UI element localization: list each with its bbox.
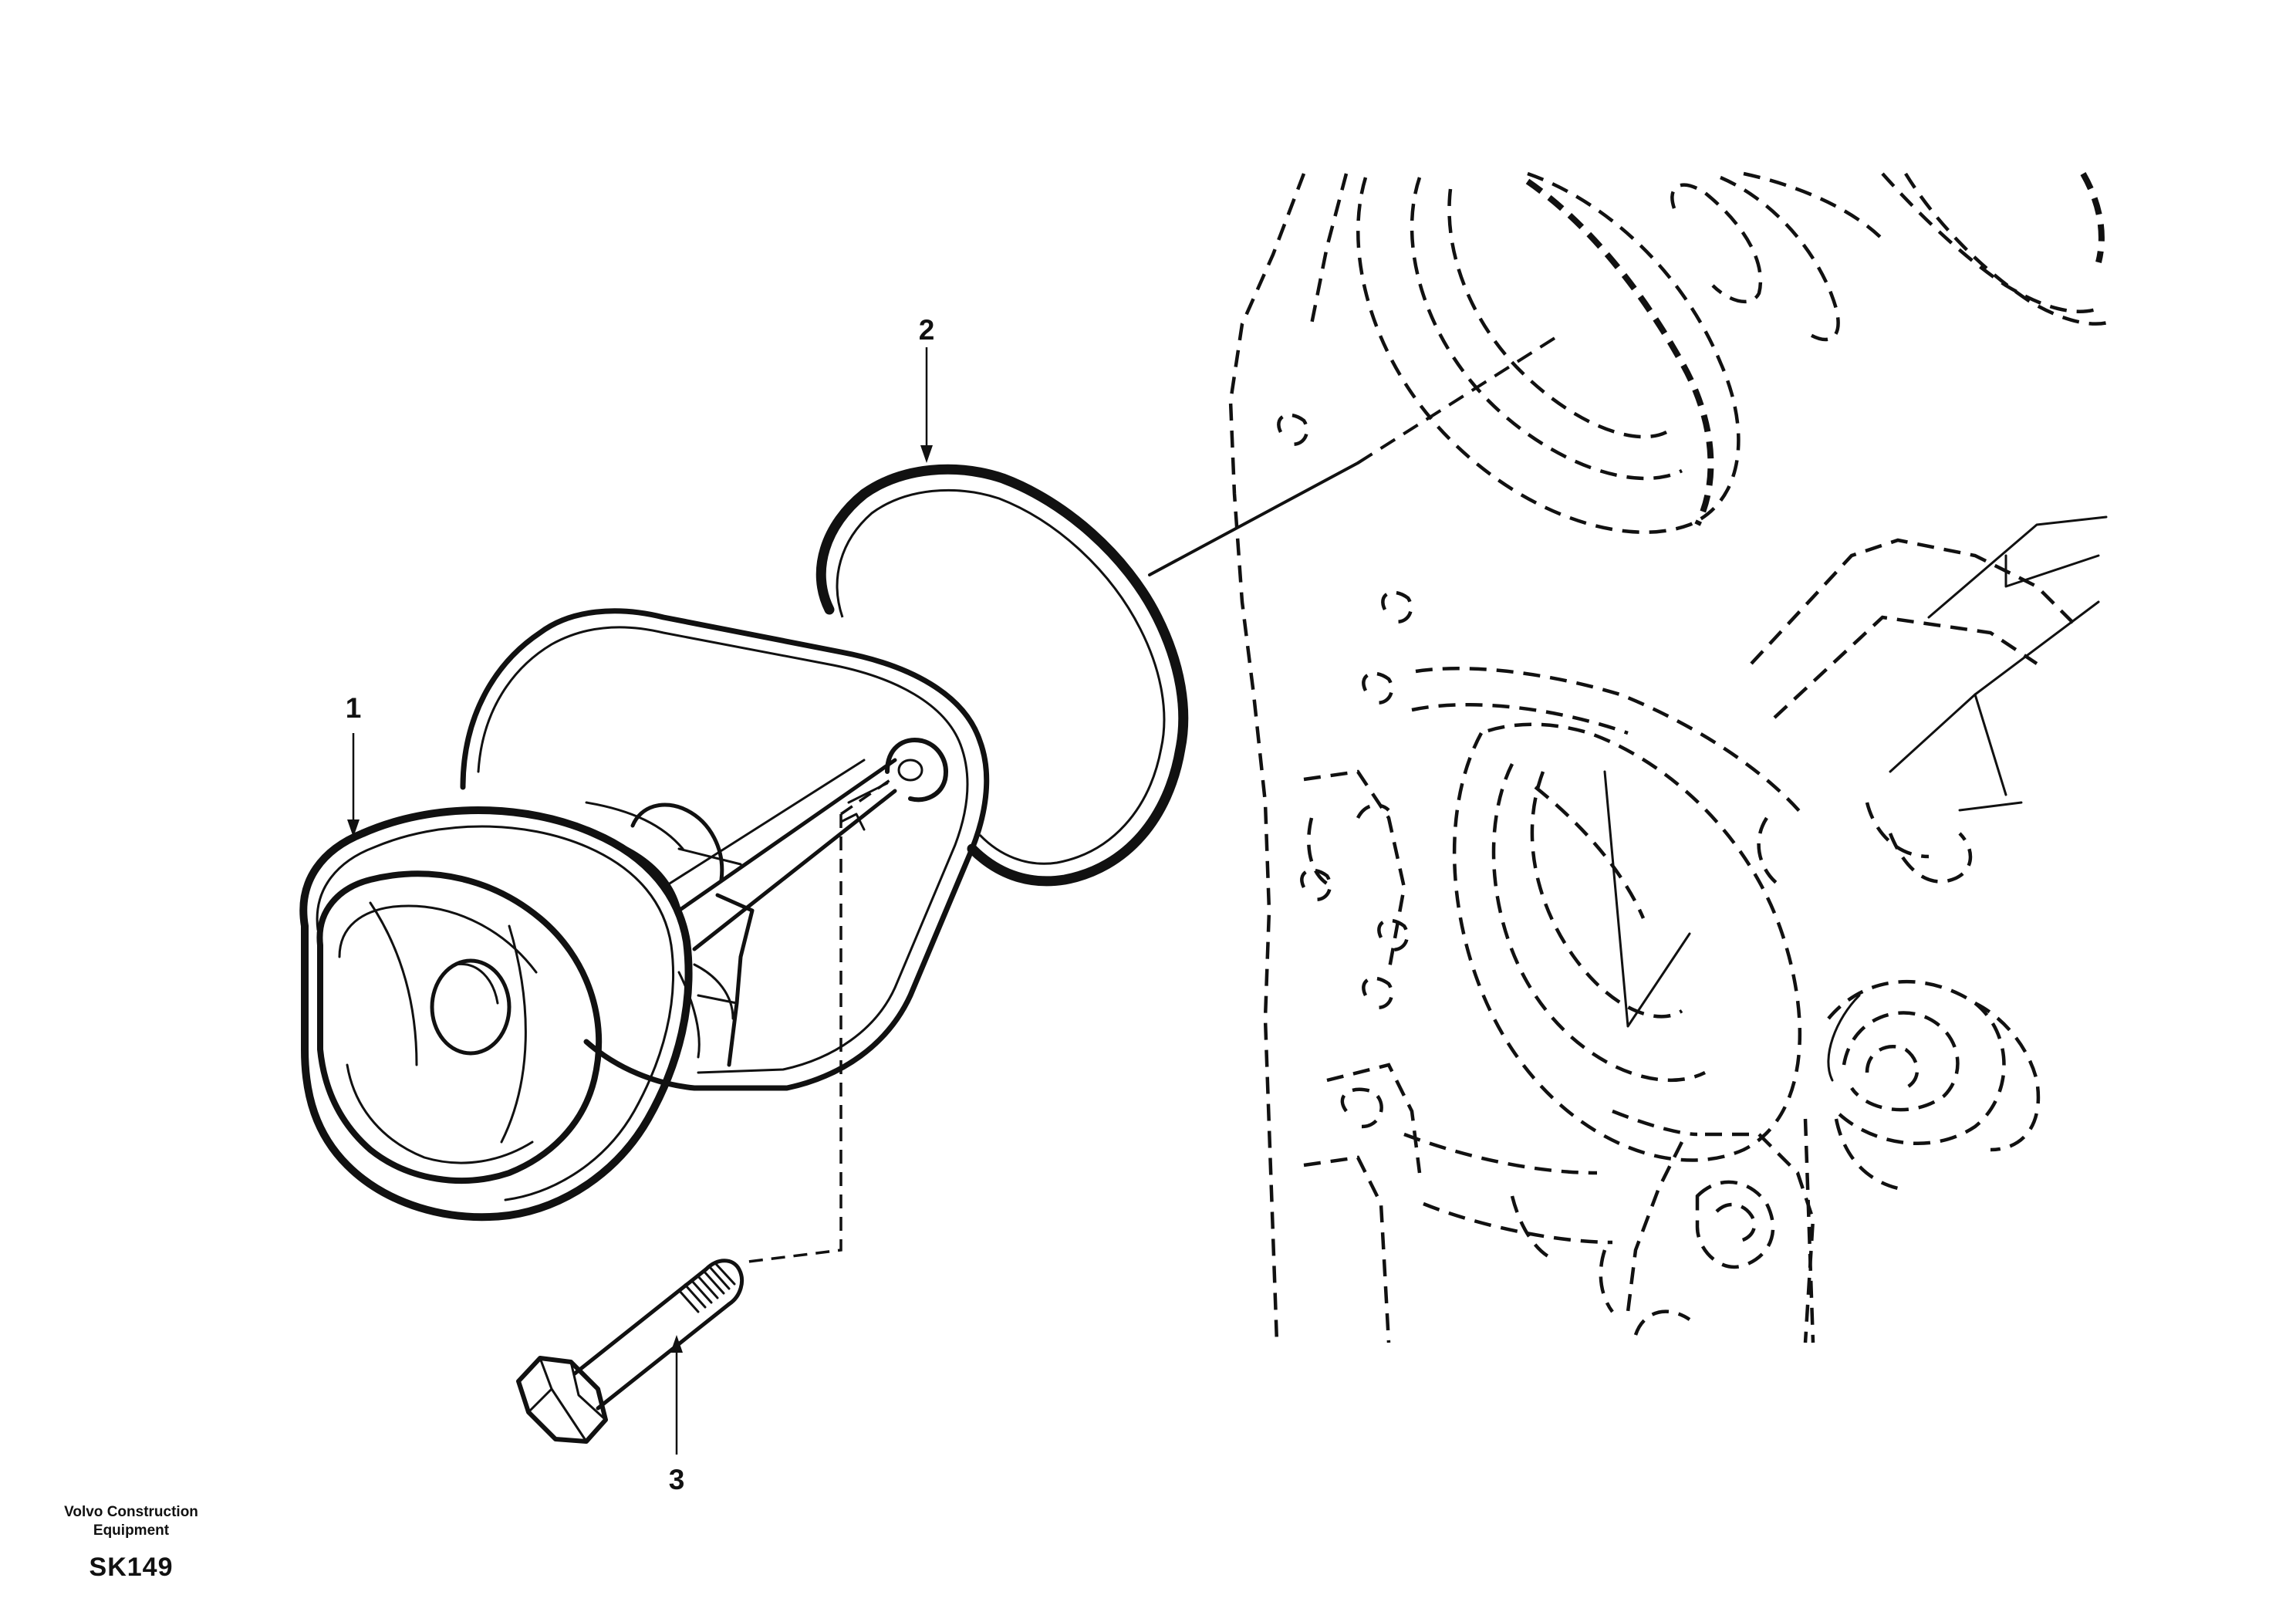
callout-1: 1	[346, 692, 362, 724]
hex-bolt	[516, 1259, 744, 1444]
callout-labels: 1 2 3	[346, 314, 935, 1495]
water-pump	[299, 608, 990, 1222]
figure-code: SK149	[89, 1553, 174, 1582]
footer-block: Volvo Construction Equipment SK149	[31, 1503, 231, 1583]
o-ring-seal	[815, 464, 1189, 887]
org-name-line1: Volvo Construction	[64, 1504, 198, 1520]
callout-3: 3	[669, 1464, 685, 1495]
engine-block-outline	[1148, 171, 2115, 1343]
assembly-lines	[748, 778, 892, 1263]
org-name-line2: Equipment	[93, 1522, 170, 1539]
leader-lines	[347, 347, 933, 1455]
callout-2: 2	[919, 314, 935, 346]
